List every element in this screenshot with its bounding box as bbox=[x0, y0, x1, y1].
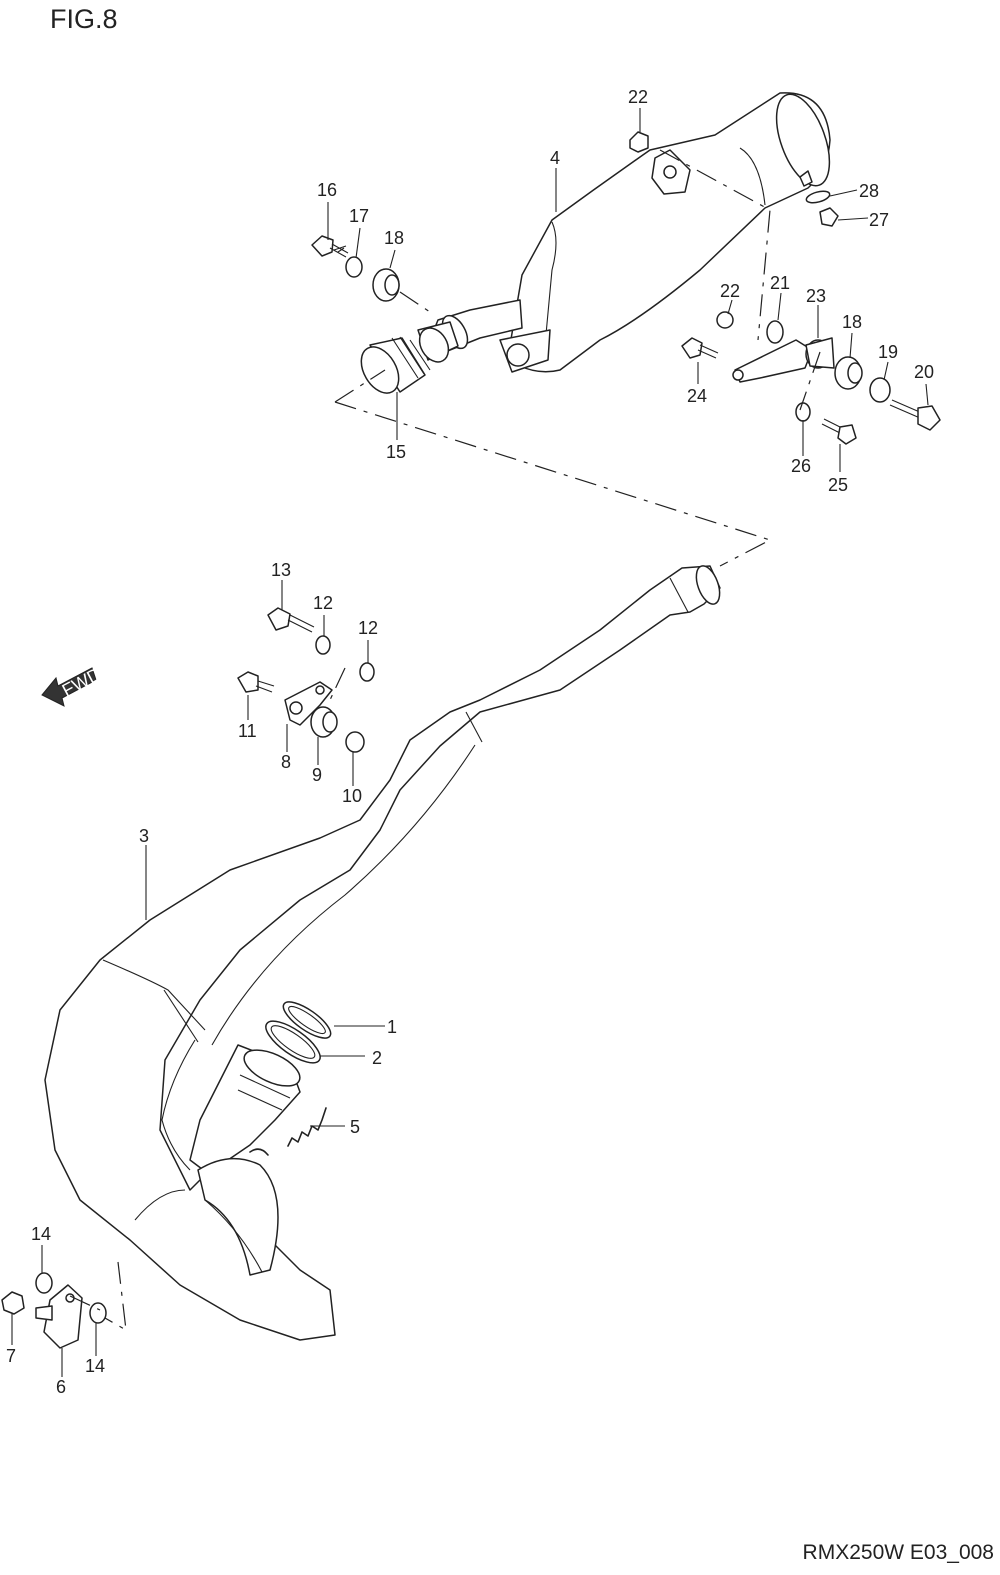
callout-23: 23 bbox=[806, 286, 826, 306]
collar-17 bbox=[345, 256, 363, 278]
figure-title: FIG.8 bbox=[50, 4, 118, 34]
bracket-6 bbox=[35, 1284, 83, 1349]
bolt-24 bbox=[681, 337, 719, 359]
bolt-20 bbox=[889, 399, 941, 431]
callout-15: 15 bbox=[386, 442, 406, 462]
callout-28: 28 bbox=[859, 181, 879, 201]
bolt-25 bbox=[821, 418, 857, 445]
bolt-11 bbox=[237, 671, 275, 693]
spring-5 bbox=[287, 1107, 327, 1147]
callout-22b: 22 bbox=[720, 281, 740, 301]
nut-22b bbox=[716, 311, 734, 329]
gasket-1 bbox=[282, 1001, 332, 1039]
spring-clip-28 bbox=[805, 190, 831, 204]
collar-10 bbox=[345, 731, 365, 753]
washer-12a bbox=[315, 635, 331, 655]
callout-21: 21 bbox=[770, 273, 790, 293]
assembly-guide-lines bbox=[69, 149, 821, 1332]
cushion-18a bbox=[372, 268, 400, 302]
callout-18b: 18 bbox=[842, 312, 862, 332]
callout-7: 7 bbox=[6, 1346, 16, 1366]
bolt-16 bbox=[311, 235, 349, 258]
callout-10: 10 bbox=[342, 786, 362, 806]
callout-14a: 14 bbox=[31, 1224, 51, 1244]
expansion-chamber bbox=[44, 565, 721, 1341]
washer-21 bbox=[766, 320, 784, 344]
gasket-2 bbox=[265, 1020, 321, 1064]
gasket-2-inner bbox=[270, 1025, 316, 1059]
cushion-18b bbox=[834, 356, 863, 390]
callout-16: 16 bbox=[317, 180, 337, 200]
leader-lines bbox=[11, 108, 929, 1377]
callout-20: 20 bbox=[914, 362, 934, 382]
callout-13: 13 bbox=[271, 560, 291, 580]
grommet-27 bbox=[819, 207, 839, 227]
fwd-label: FWD bbox=[59, 664, 105, 701]
callout-3: 3 bbox=[139, 826, 149, 846]
callout-22a: 22 bbox=[628, 87, 648, 107]
callout-6: 6 bbox=[56, 1377, 66, 1397]
bracket-8 bbox=[284, 681, 333, 726]
callout-14b: 14 bbox=[85, 1356, 105, 1376]
washer-26 bbox=[795, 402, 811, 422]
callout-4: 4 bbox=[550, 148, 560, 168]
spring-5-hook bbox=[249, 1148, 269, 1156]
muffler bbox=[417, 92, 831, 373]
callout-numbers: 1 2 3 4 5 6 7 8 9 10 11 12 12 13 14 14 1… bbox=[6, 87, 934, 1397]
bracket-23 bbox=[732, 337, 835, 383]
fwd-arrow-icon: FWD bbox=[41, 664, 105, 707]
inlet-pipe bbox=[189, 1044, 301, 1276]
nut-7 bbox=[1, 1291, 25, 1315]
callout-25: 25 bbox=[828, 475, 848, 495]
callout-17: 17 bbox=[349, 206, 369, 226]
nut-22a bbox=[629, 131, 649, 153]
washer-12b bbox=[359, 662, 375, 682]
callout-12a: 12 bbox=[313, 593, 333, 613]
callout-2: 2 bbox=[372, 1048, 382, 1068]
callout-18a: 18 bbox=[384, 228, 404, 248]
cushion-9 bbox=[310, 706, 338, 738]
callout-24: 24 bbox=[687, 386, 707, 406]
figure-code: RMX250W E03_008 bbox=[802, 1541, 994, 1564]
callout-19: 19 bbox=[878, 342, 898, 362]
collar-19 bbox=[869, 377, 891, 403]
gasket-1-inner bbox=[288, 1005, 326, 1035]
callout-27: 27 bbox=[869, 210, 889, 230]
callout-9: 9 bbox=[312, 765, 322, 785]
callout-26: 26 bbox=[791, 456, 811, 476]
callout-5: 5 bbox=[350, 1117, 360, 1137]
callout-11: 11 bbox=[238, 721, 257, 741]
callout-8: 8 bbox=[281, 752, 291, 772]
callout-12b: 12 bbox=[358, 618, 378, 638]
washer-14b bbox=[89, 1302, 107, 1324]
callout-1: 1 bbox=[387, 1017, 397, 1037]
bolt-13 bbox=[267, 607, 315, 633]
collar-15 bbox=[360, 336, 431, 394]
washer-14a bbox=[35, 1272, 53, 1294]
